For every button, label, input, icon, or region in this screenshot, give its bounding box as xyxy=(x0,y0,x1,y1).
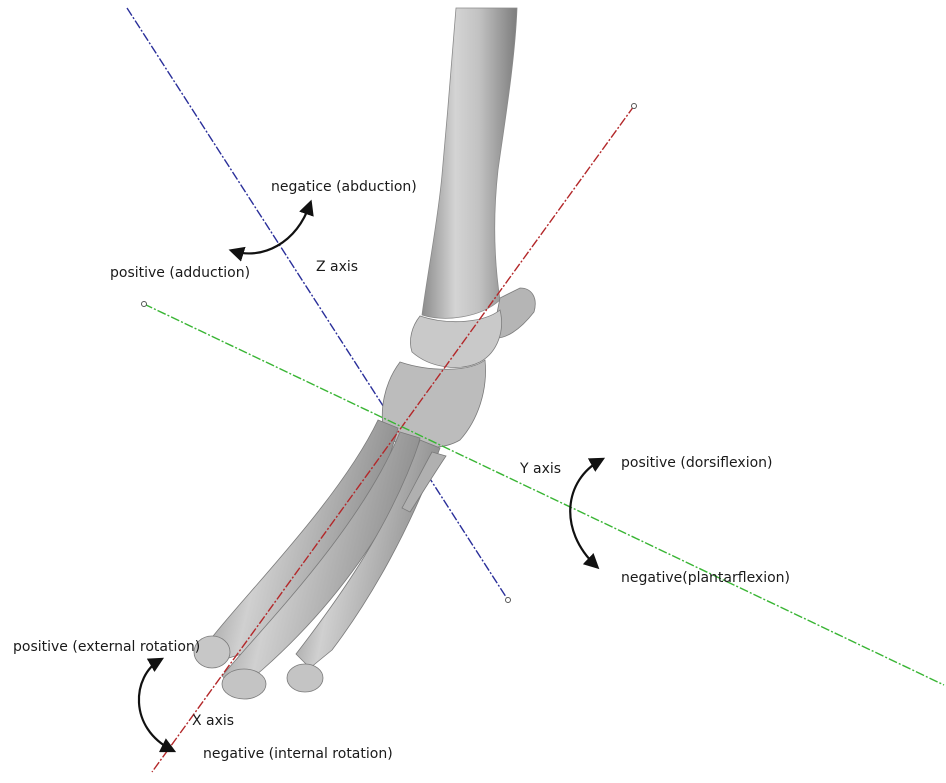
skeleton-bones xyxy=(194,8,535,699)
y-axis-label: Y axis xyxy=(520,460,561,478)
x-positive-label: positive (external rotation) xyxy=(13,638,200,656)
x-axis-end-marker xyxy=(632,104,637,109)
z-negative-label: negatice (abduction) xyxy=(271,178,417,196)
y-negative-label: negative(plantarflexion) xyxy=(621,569,790,587)
z-axis-label: Z axis xyxy=(316,258,358,276)
x-axis-line xyxy=(152,106,634,772)
x-rotation-arrow xyxy=(139,660,172,750)
x-negative-label: negative (internal rotation) xyxy=(203,745,393,763)
metatarsal-head-3 xyxy=(287,664,323,692)
y-rotation-arrow xyxy=(570,460,601,566)
z-rotation-arrow xyxy=(233,204,310,253)
talus-bone xyxy=(410,310,501,367)
z-axis-end-marker xyxy=(506,598,511,603)
y-axis-end-marker xyxy=(142,302,147,307)
z-positive-label: positive (adduction) xyxy=(110,264,250,282)
x-axis-label: X axis xyxy=(192,712,234,730)
y-positive-label: positive (dorsiflexion) xyxy=(621,454,772,472)
metatarsal-head-2 xyxy=(222,669,266,699)
tarsal-bones xyxy=(382,360,485,447)
tibia-bone xyxy=(422,8,517,318)
